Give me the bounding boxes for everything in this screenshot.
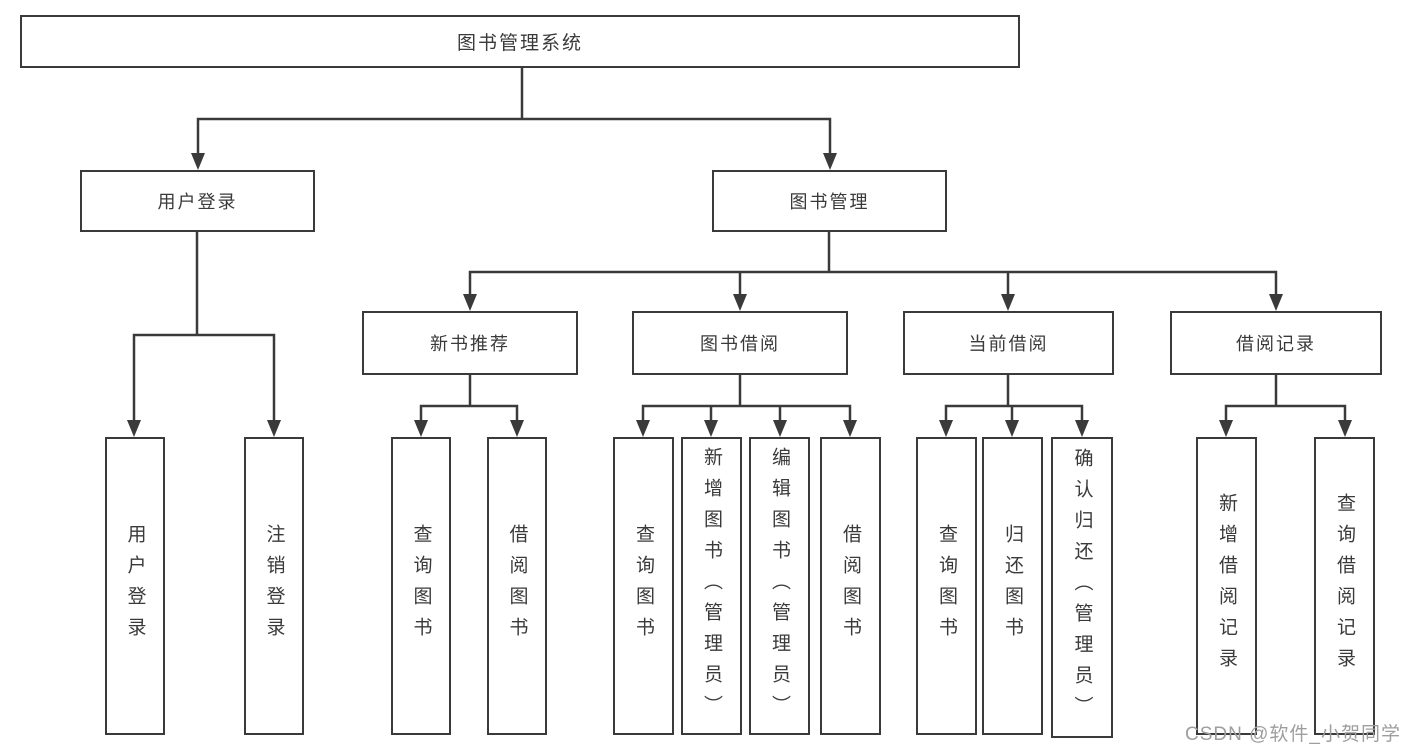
arrowhead xyxy=(704,420,718,437)
arrowhead xyxy=(1001,294,1015,311)
arrowhead xyxy=(843,420,857,437)
arrowhead xyxy=(1269,294,1283,311)
arrowhead xyxy=(823,153,837,170)
connector-user-login-children xyxy=(127,232,281,437)
node-user-login: 用户登录 xyxy=(80,170,315,232)
leaf-return-books: 归还图书 xyxy=(982,437,1043,735)
arrowhead xyxy=(463,294,477,311)
node-new-book-recommend: 新书推荐 xyxy=(362,311,578,375)
leaf-add-borrow-record: 新增借阅记录 xyxy=(1196,437,1257,735)
connector-book-borrow-children xyxy=(636,375,857,437)
connector-book-mgmt-to-level3 xyxy=(463,232,1283,311)
arrowhead xyxy=(1219,420,1233,437)
leaf-add-books-admin: 新增图书（管理员） xyxy=(681,437,742,735)
leaf-query-borrow-record: 查询借阅记录 xyxy=(1314,437,1375,735)
connector-root-to-level2 xyxy=(191,68,837,170)
connector-new-book-children xyxy=(414,375,524,437)
arrowhead xyxy=(1338,420,1352,437)
arrowhead xyxy=(414,420,428,437)
leaf-query-books-borrow: 查询图书 xyxy=(613,437,674,735)
leaf-logout: 注销登录 xyxy=(244,437,304,735)
leaf-query-books-current: 查询图书 xyxy=(916,437,977,735)
arrowhead xyxy=(939,420,953,437)
arrowhead xyxy=(267,420,281,437)
csdn-watermark: CSDN @软件_小贺同学 xyxy=(1185,724,1401,745)
arrowhead xyxy=(1075,420,1089,437)
leaf-edit-books-admin: 编辑图书（管理员） xyxy=(749,437,810,735)
leaf-borrow-books: 借阅图书 xyxy=(820,437,881,735)
node-book-borrow: 图书借阅 xyxy=(632,311,848,375)
arrowhead xyxy=(636,420,650,437)
leaf-confirm-return-admin: 确认归还（管理员） xyxy=(1051,437,1113,738)
connector-borrow-record-children xyxy=(1219,375,1352,437)
node-borrow-record: 借阅记录 xyxy=(1170,311,1382,375)
arrowhead xyxy=(191,153,205,170)
node-current-borrow: 当前借阅 xyxy=(903,311,1114,375)
arrowhead xyxy=(510,420,524,437)
leaf-user-login: 用户登录 xyxy=(105,437,165,735)
arrowhead xyxy=(773,420,787,437)
arrowhead xyxy=(127,420,141,437)
node-root-system: 图书管理系统 xyxy=(20,15,1020,68)
leaf-borrow-books-recommend: 借阅图书 xyxy=(487,437,547,735)
node-book-management: 图书管理 xyxy=(712,170,947,232)
leaf-query-books-recommend: 查询图书 xyxy=(391,437,451,735)
arrowhead xyxy=(733,294,747,311)
connector-current-borrow-children xyxy=(939,375,1089,437)
arrowhead xyxy=(1005,420,1019,437)
